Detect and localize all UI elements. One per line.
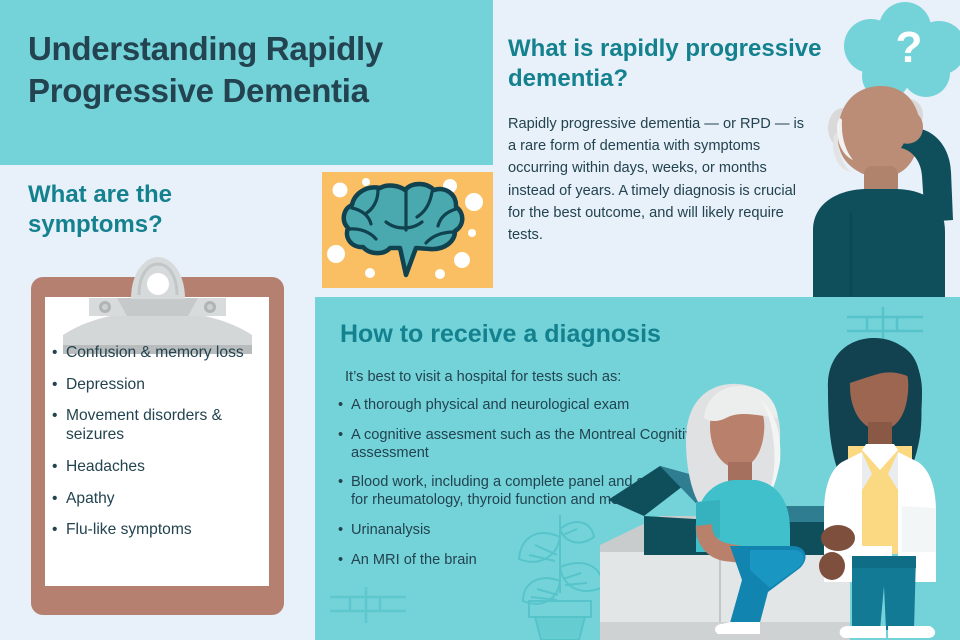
- list-item: An MRI of the brain: [338, 552, 748, 570]
- list-item: Confusion & memory loss: [52, 344, 272, 363]
- list-item: A thorough physical and neurological exa…: [338, 397, 748, 415]
- header-band: [0, 0, 493, 165]
- list-item: Flu-like symptoms: [52, 521, 272, 540]
- symptoms-list: Confusion & memory loss Depression Movem…: [52, 344, 272, 553]
- diagnosis-list: A thorough physical and neurological exa…: [338, 397, 748, 582]
- list-item: Depression: [52, 376, 272, 395]
- intro-heading: What is rapidly progressive dementia?: [508, 35, 822, 92]
- list-item: Apathy: [52, 490, 272, 509]
- list-item: A cognitive assesment such as the Montre…: [338, 427, 748, 463]
- symptoms-heading: What are the symptoms?: [28, 181, 173, 238]
- diagnosis-lead-text: It’s best to visit a hospital for tests …: [345, 369, 622, 385]
- list-item: Urinanalysis: [338, 522, 748, 540]
- brain-panel-orange: [322, 172, 493, 288]
- list-item: Headaches: [52, 458, 272, 477]
- diagnosis-heading: How to receive a diagnosis: [340, 320, 661, 348]
- intro-body-text: Rapidly progressive dementia — or RPD — …: [508, 116, 805, 243]
- list-item: Movement disorders & seizures: [52, 407, 272, 444]
- page-title: Understanding Rapidly Progressive Dement…: [28, 30, 383, 110]
- list-item: Blood work, including a complete panel a…: [338, 474, 748, 510]
